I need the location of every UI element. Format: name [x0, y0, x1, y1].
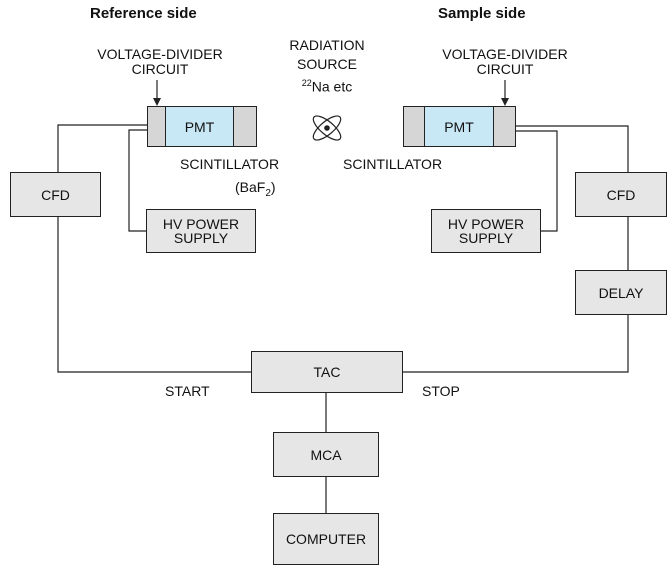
wire-left-detector-cfd [57, 124, 147, 172]
sample-side-heading: Sample side [438, 5, 526, 22]
detector-left: PMT [147, 106, 257, 147]
arrow-right-head [501, 98, 509, 106]
cfd-right-box: CFD [575, 172, 667, 217]
delay-box: DELAY [575, 270, 667, 315]
computer-box: COMPUTER [273, 513, 379, 565]
wire-right-delay-tac [403, 315, 629, 373]
wire-left-hv [128, 129, 147, 232]
voltage-divider-left [233, 107, 256, 146]
radiation-source-label: RADIATION SOURCE 22Na etc [289, 37, 365, 95]
scintillator-label-right: SCINTILLATOR [343, 156, 443, 172]
wire-right-detector-cfd [516, 125, 629, 172]
atom-symbol-icon [312, 115, 342, 141]
arrow-left-head [153, 98, 161, 106]
mca-box: MCA [273, 432, 379, 477]
voltage-divider-right-end [404, 107, 425, 146]
reference-side-heading: Reference side [90, 5, 197, 22]
scintillator-right [493, 107, 515, 146]
stop-label: STOP [422, 383, 460, 399]
pmt-right: PMT [425, 107, 493, 146]
scintillator-left [148, 107, 166, 146]
wire-right-hv [516, 130, 558, 232]
pmt-left: PMT [166, 107, 233, 146]
scintillator-label-left: SCINTILLATOR [180, 156, 280, 172]
detector-right: PMT [403, 106, 516, 147]
start-label: START [165, 383, 210, 399]
tac-box: TAC [251, 351, 403, 393]
scintillator-material-left: (BaF2) [235, 179, 276, 199]
cfd-left-box: CFD [10, 172, 101, 217]
voltage-divider-label-left: VOLTAGE-DIVIDER CIRCUIT [97, 46, 223, 77]
wire-left-cfd-tac [57, 217, 251, 373]
voltage-divider-label-right: VOLTAGE-DIVIDER CIRCUIT [442, 46, 568, 77]
